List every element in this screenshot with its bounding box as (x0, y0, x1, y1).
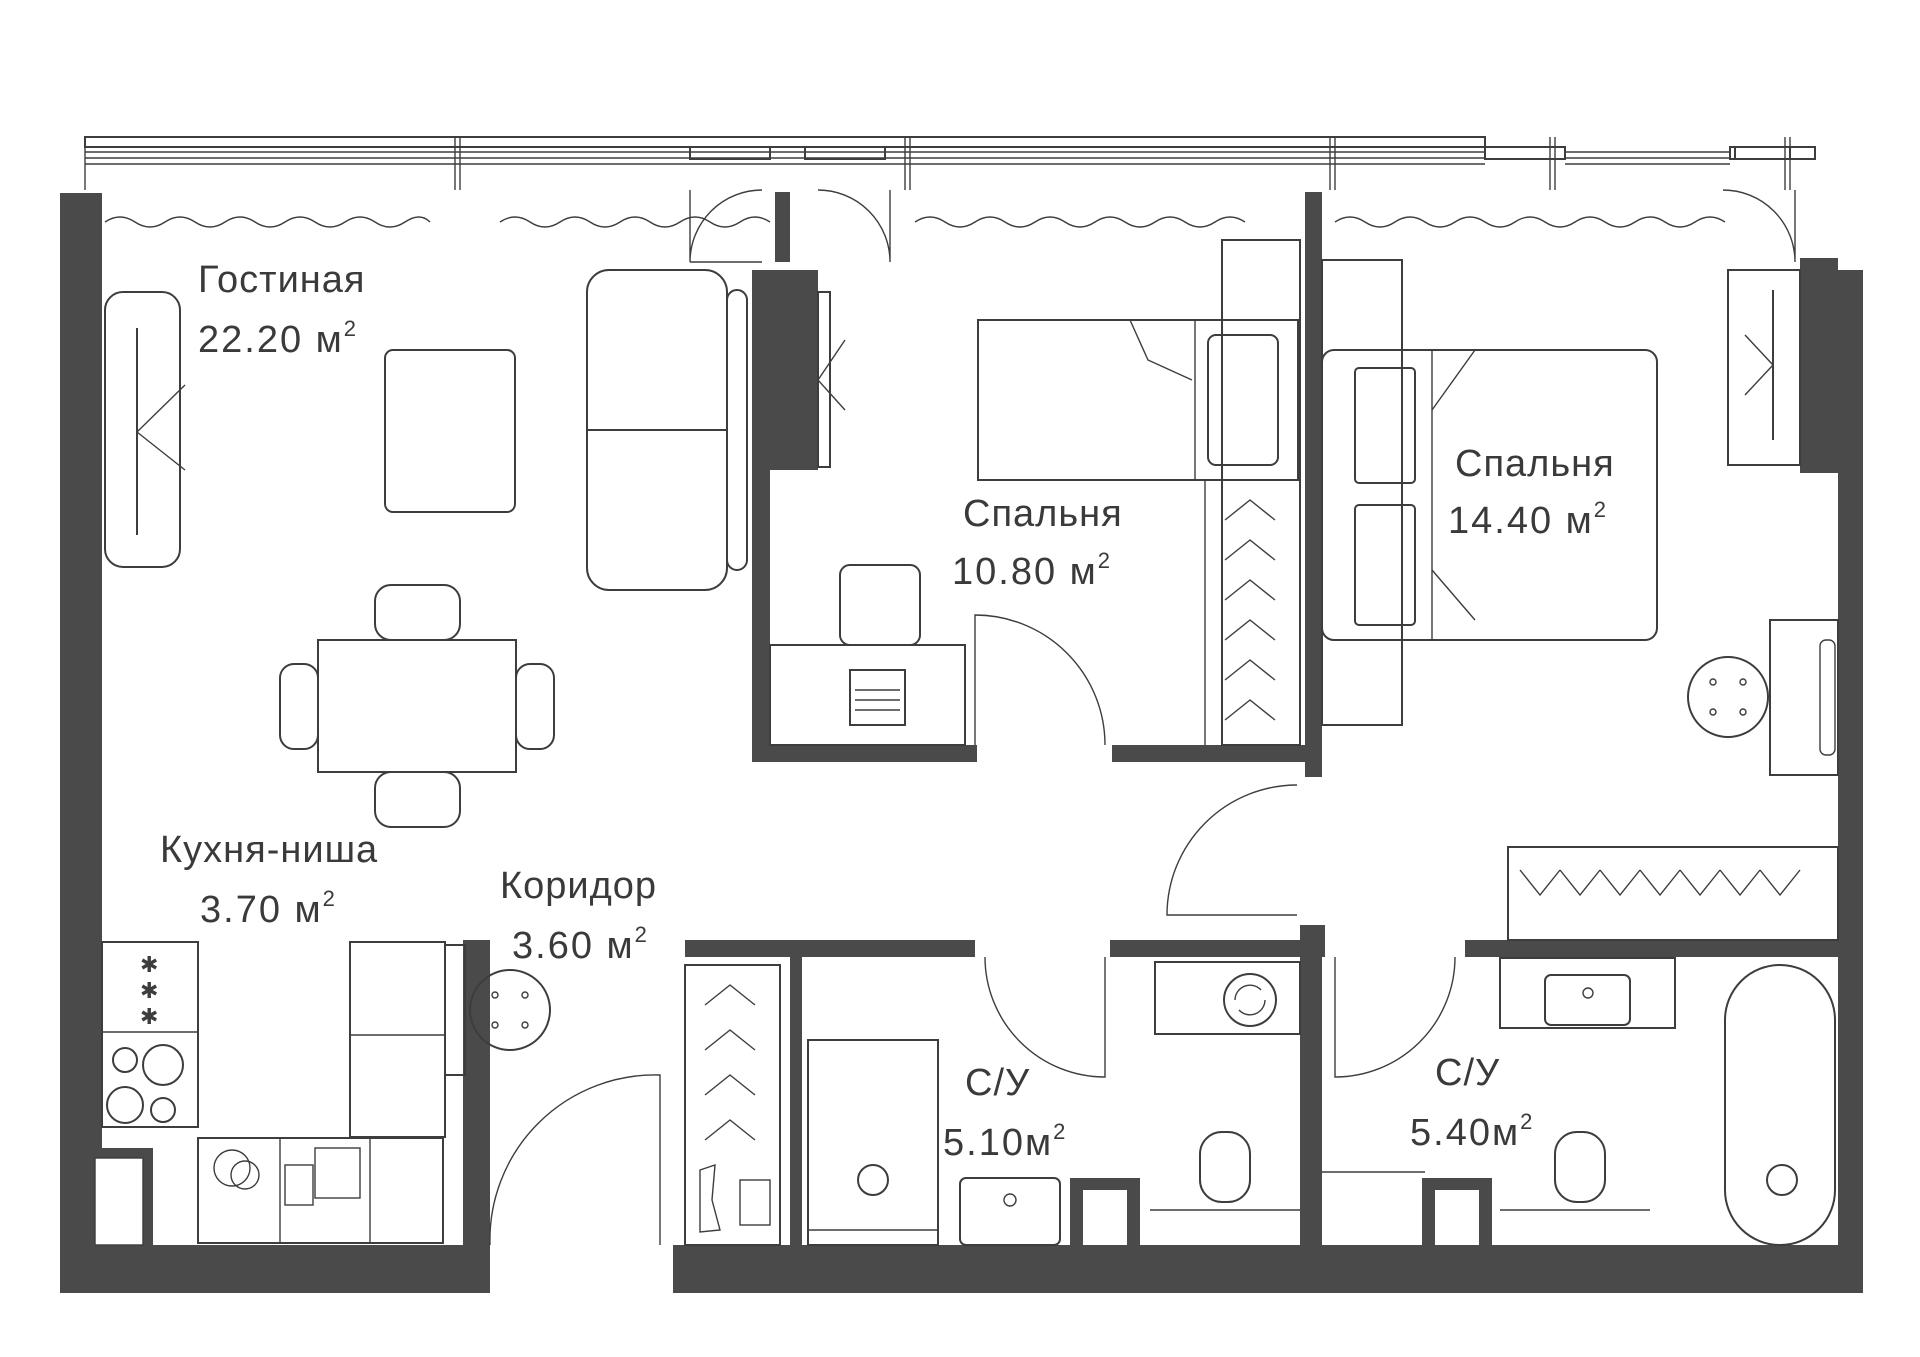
balcony-doors (689, 189, 1796, 263)
wall-cutouts (95, 1158, 1479, 1245)
room-name-kitchen: Кухня-ниша (160, 829, 378, 871)
wardrobe-door (817, 291, 831, 468)
bathtub (1724, 964, 1836, 1246)
room-name-bedroom1: Спальня (963, 493, 1123, 535)
interior-doors (489, 614, 1456, 1246)
wardrobe (1321, 259, 1403, 726)
pillow (1354, 367, 1416, 484)
room-area-corridor: 3.60 м2 (512, 922, 649, 967)
kitchen-furniture: ✱ ✱ ✱ (101, 941, 551, 1244)
svg-text:✱: ✱ (140, 979, 158, 1004)
laptop (849, 669, 906, 726)
cooktop (101, 941, 199, 1128)
room-name-bedroom2: Спальня (1455, 443, 1615, 485)
bedroom1-furniture (769, 239, 1301, 746)
desk-chair (839, 564, 921, 646)
round-table (469, 969, 551, 1051)
shower (807, 1039, 939, 1246)
chair (279, 663, 319, 750)
rug (384, 349, 516, 513)
room-area-bathroom2: 5.40м2 (1410, 1109, 1534, 1154)
room-name-corridor: Коридор (500, 865, 657, 907)
sink (1544, 974, 1631, 1026)
dresser (1769, 619, 1839, 776)
double-bed (1321, 349, 1658, 641)
sink (284, 1164, 314, 1206)
window-strip (84, 136, 1816, 190)
bed (977, 319, 1299, 481)
room-area-kitchen: 3.70 м2 (200, 886, 337, 931)
chair (374, 584, 461, 641)
pillow (1207, 334, 1279, 466)
tv-stand (104, 291, 181, 568)
room-area-bathroom1: 5.10м2 (943, 1119, 1067, 1164)
toilet (1554, 1131, 1606, 1203)
svg-text:✱: ✱ (140, 953, 158, 978)
pillow (1354, 504, 1416, 626)
shaft (94, 1157, 144, 1246)
washing-machine (1154, 961, 1301, 1035)
sink (959, 1177, 1061, 1246)
desk (769, 644, 966, 746)
counter (197, 1137, 444, 1244)
dining-table (317, 639, 517, 773)
round-table (1687, 656, 1769, 738)
room-area-living: 22.20 м2 (198, 316, 358, 361)
living-furniture (104, 269, 846, 828)
room-name-bathroom1: С/У (965, 1062, 1030, 1104)
wardrobe (1221, 239, 1301, 746)
svg-text:✱: ✱ (140, 1005, 158, 1030)
fridge (349, 941, 446, 1138)
walls (60, 192, 1863, 1293)
room-name-living: Гостиная (198, 259, 366, 301)
chair (515, 663, 555, 750)
room-name-bathroom2: С/У (1435, 1052, 1500, 1094)
room-area-bedroom1: 10.80 м2 (952, 548, 1112, 593)
room-labels: Гостиная 22.20 м2 Спальня 10.80 м2 Спаль… (160, 259, 1615, 1164)
wardrobe-door (1727, 269, 1801, 466)
bathroom2-fixtures (1322, 957, 1836, 1246)
bathroom1-fixtures (807, 961, 1301, 1246)
closet (1507, 846, 1839, 941)
sink-counter (1499, 957, 1676, 1029)
toilet (1199, 1131, 1251, 1203)
corridor-closet (684, 964, 781, 1246)
curtains (104, 216, 1726, 228)
chair (374, 771, 461, 828)
bedroom2-furniture (1321, 259, 1839, 941)
room-area-bedroom2: 14.40 м2 (1448, 497, 1608, 542)
